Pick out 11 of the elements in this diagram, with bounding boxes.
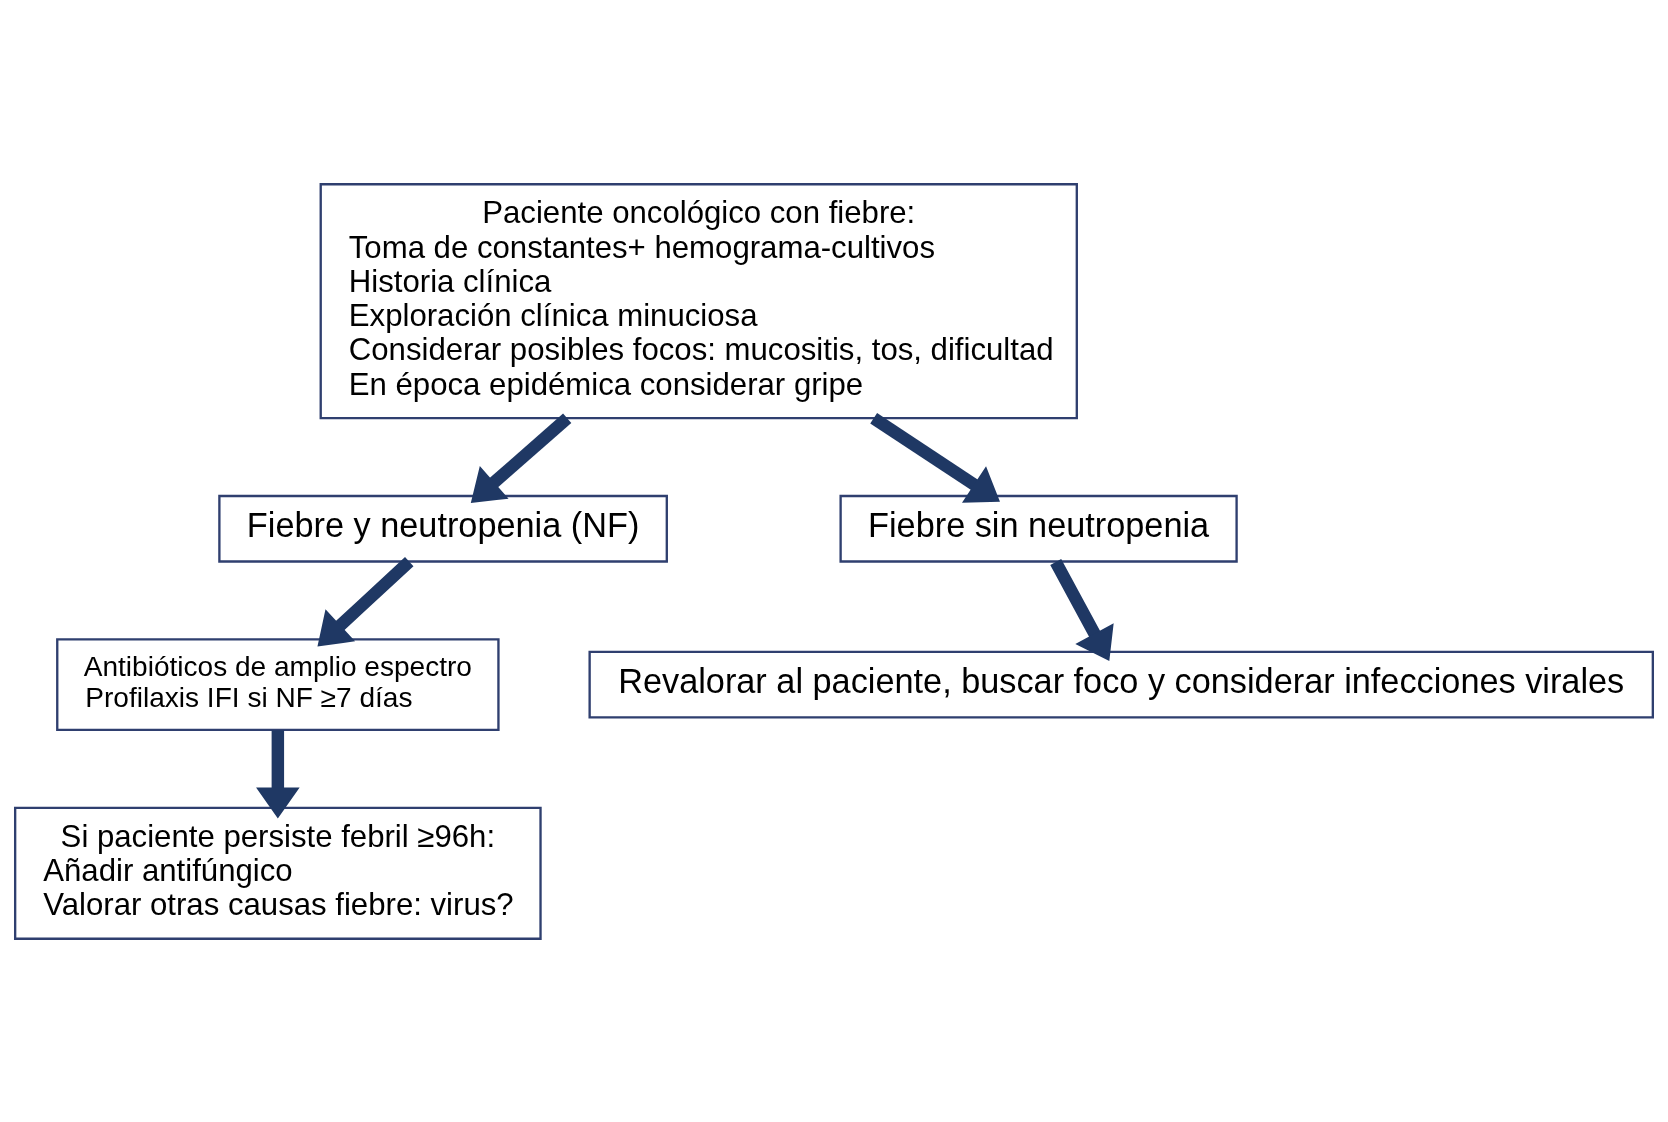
node-box: Fiebre y neutropenia (NF) — [218, 494, 668, 563]
node-box: Antibióticos de amplio espectro Profilaxis IFI si NF ≥7 días — [56, 637, 500, 731]
node-box: Si paciente persiste febril ≥96h: Añadir antifúngico Valorar otras causas fiebre: virus? — [14, 806, 542, 940]
node-box: Revalorar al paciente, buscar foco y considerar infecciones virales — [588, 650, 1654, 719]
arrow — [256, 729, 300, 819]
node-box: Fiebre sin neutropenia — [839, 494, 1238, 563]
arrow — [1050, 558, 1114, 661]
arrow — [317, 556, 414, 646]
arrow — [470, 413, 572, 503]
node-box: Paciente oncológico con fiebre: Toma de constantes+ hemograma-cultivos Historia clínica Exploración clínica minuciosa Considerar posibles focos: mucositis, tos, dificultad En época epidémica considerar gripe — [319, 182, 1078, 419]
arrow — [870, 412, 1000, 503]
